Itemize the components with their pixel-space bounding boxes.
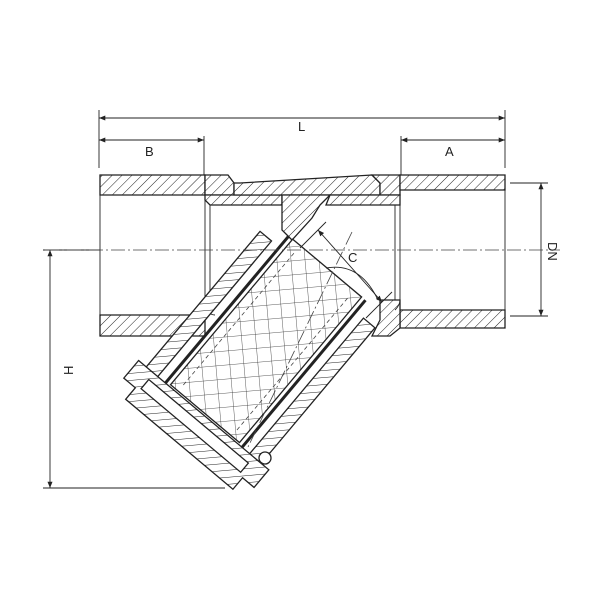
dimension-A: A [400, 136, 505, 175]
dimension-B: B [99, 136, 205, 175]
label-B: B [145, 144, 154, 159]
label-DN: DN [545, 242, 560, 261]
drain-plug [258, 451, 272, 465]
y-branch [122, 230, 376, 491]
valve-body [99, 174, 506, 337]
dimension-L: L [98, 110, 506, 168]
dimension-C: C [299, 221, 393, 319]
label-C: C [348, 250, 357, 265]
bore-outlines [99, 190, 506, 316]
center-lines [45, 231, 560, 448]
label-L: L [298, 119, 305, 134]
label-A: A [445, 144, 454, 159]
label-H: H [61, 366, 76, 375]
dimension-DN: DN [510, 182, 560, 317]
